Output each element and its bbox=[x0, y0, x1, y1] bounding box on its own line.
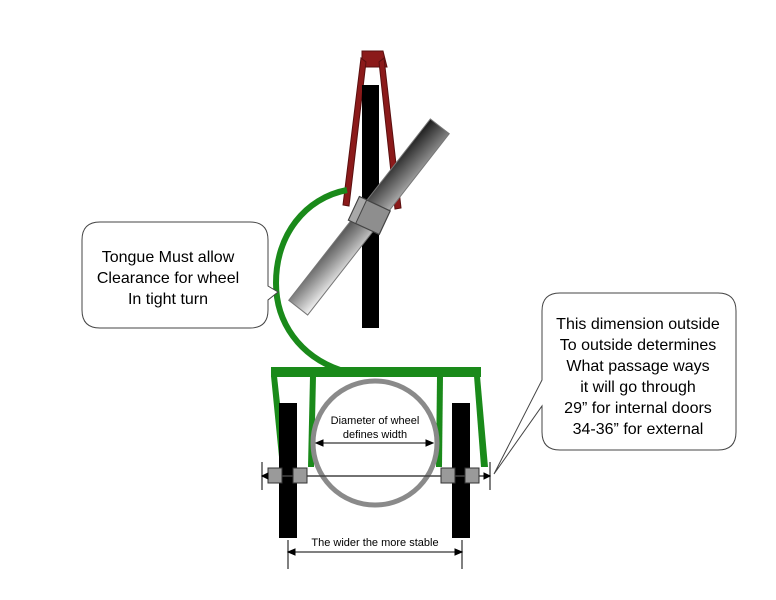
left-rear-wheel bbox=[279, 403, 297, 538]
tongue-callout-line3: In tight turn bbox=[128, 291, 208, 308]
axle-bolts bbox=[267, 467, 480, 484]
outside-dimension bbox=[260, 462, 492, 490]
diameter-label-line2: defines width bbox=[343, 429, 407, 441]
tongue-curve bbox=[272, 187, 348, 373]
diameter-label-line1: Diameter of wheel bbox=[331, 415, 420, 427]
stability-label: The wider the more stable bbox=[311, 537, 438, 549]
hub-clamp bbox=[347, 195, 392, 236]
tongue-callout-line2: Clearance for wheel bbox=[97, 270, 239, 287]
tongue-callout-line1: Tongue Must allow bbox=[102, 249, 235, 266]
passage-callout-line6: 34-36” for external bbox=[573, 421, 704, 438]
rear-wheel-circle bbox=[310, 378, 440, 508]
passage-callout-line3: What passage ways bbox=[566, 358, 709, 375]
passage-callout-line4: it will go through bbox=[580, 379, 696, 396]
passage-callout-line2: To outside determines bbox=[560, 337, 717, 354]
stability-dimension bbox=[286, 540, 464, 569]
passage-callout-line1: This dimension outside bbox=[556, 316, 720, 333]
diameter-dimension bbox=[314, 439, 435, 447]
passage-callout bbox=[493, 292, 737, 475]
tongue-callout bbox=[81, 221, 279, 329]
passage-callout-line5: 29” for internal doors bbox=[564, 400, 712, 417]
right-rear-wheel bbox=[452, 403, 470, 538]
